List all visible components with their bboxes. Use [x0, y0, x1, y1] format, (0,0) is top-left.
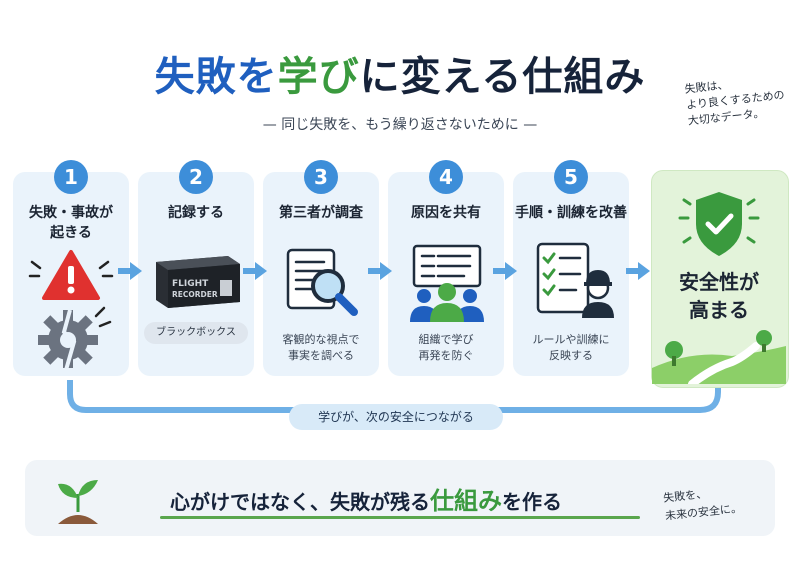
sprout-icon	[58, 480, 98, 524]
magnifier-document-icon	[286, 248, 358, 316]
bottom-text-highlight: 仕組み	[430, 487, 502, 515]
bottom-message: 心がけではなく、失敗が残る仕組みを作る	[170, 481, 562, 516]
device-label-1: FLIGHT	[172, 279, 209, 289]
loop-label: 学びが、次の安全につながる	[289, 404, 503, 430]
arrow-right-icon	[368, 262, 392, 280]
title-part-4: 変える仕組み	[400, 54, 646, 100]
step-desc-line: 再発を防ぐ	[418, 349, 474, 362]
team-share-icon	[410, 244, 484, 322]
shield-check-icon	[678, 192, 760, 256]
step-title-2: 記録する	[168, 205, 224, 221]
step-number-4: 4	[429, 160, 463, 194]
bottom-banner	[25, 460, 775, 536]
bottom-text-1: 心がけではなく、失敗が残る	[170, 490, 430, 514]
step-desc-5: ルールや訓練に 反映する	[513, 332, 629, 364]
step-desc-line: 客観的な視点で	[282, 333, 360, 346]
bottom-underline	[160, 516, 640, 519]
step-title-3: 第三者が調査	[279, 205, 363, 221]
result-title-line: 安全性が	[679, 270, 759, 294]
arrow-right-icon	[118, 262, 142, 280]
device-label-2: RECORDER	[172, 290, 218, 299]
step-title-line: 失敗・事故が	[29, 205, 113, 221]
step-desc-line: ルールや訓練に	[532, 333, 610, 346]
step-number-1: 1	[54, 160, 88, 194]
page-title: 失敗を学びに変える仕組み	[0, 44, 800, 102]
arrow-right-icon	[243, 262, 267, 280]
step-number-3: 3	[304, 160, 338, 194]
step-number-2: 2	[179, 160, 213, 194]
step-desc-line: 事実を調べる	[288, 349, 354, 362]
step-desc-line: 組織で学び	[418, 333, 474, 346]
result-title: 安全性が 高まる	[651, 268, 787, 324]
step-desc-3: 客観的な視点で 事実を調べる	[263, 332, 379, 364]
step-title-1: 失敗・事故が 起きる	[13, 203, 129, 243]
subtitle: — 同じ失敗を、もう繰り返さないために —	[262, 117, 538, 133]
step-number-5: 5	[554, 160, 588, 194]
arrow-right-icon	[493, 262, 517, 280]
result-title-line: 高まる	[689, 298, 749, 322]
step-title-line: 起きる	[50, 225, 92, 241]
warning-gear-icon	[28, 250, 114, 368]
title-part-3: に	[359, 54, 401, 100]
step-title-5: 手順・訓練を改善	[515, 205, 627, 221]
checklist-worker-icon	[536, 242, 614, 318]
title-part-2: 学び	[277, 54, 360, 100]
step-desc-line: 反映する	[549, 349, 593, 362]
title-part-1: 失敗を	[154, 54, 278, 100]
landscape-icon	[652, 330, 786, 384]
bottom-text-3: を作る	[502, 490, 562, 514]
step-desc-4: 組織で学び 再発を防ぐ	[388, 332, 504, 364]
flight-recorder-icon: FLIGHT RECORDER	[156, 256, 240, 308]
step-title-4: 原因を共有	[411, 205, 481, 221]
arrow-right-icon	[626, 262, 650, 280]
blackbox-pill: ブラックボックス	[144, 322, 248, 344]
